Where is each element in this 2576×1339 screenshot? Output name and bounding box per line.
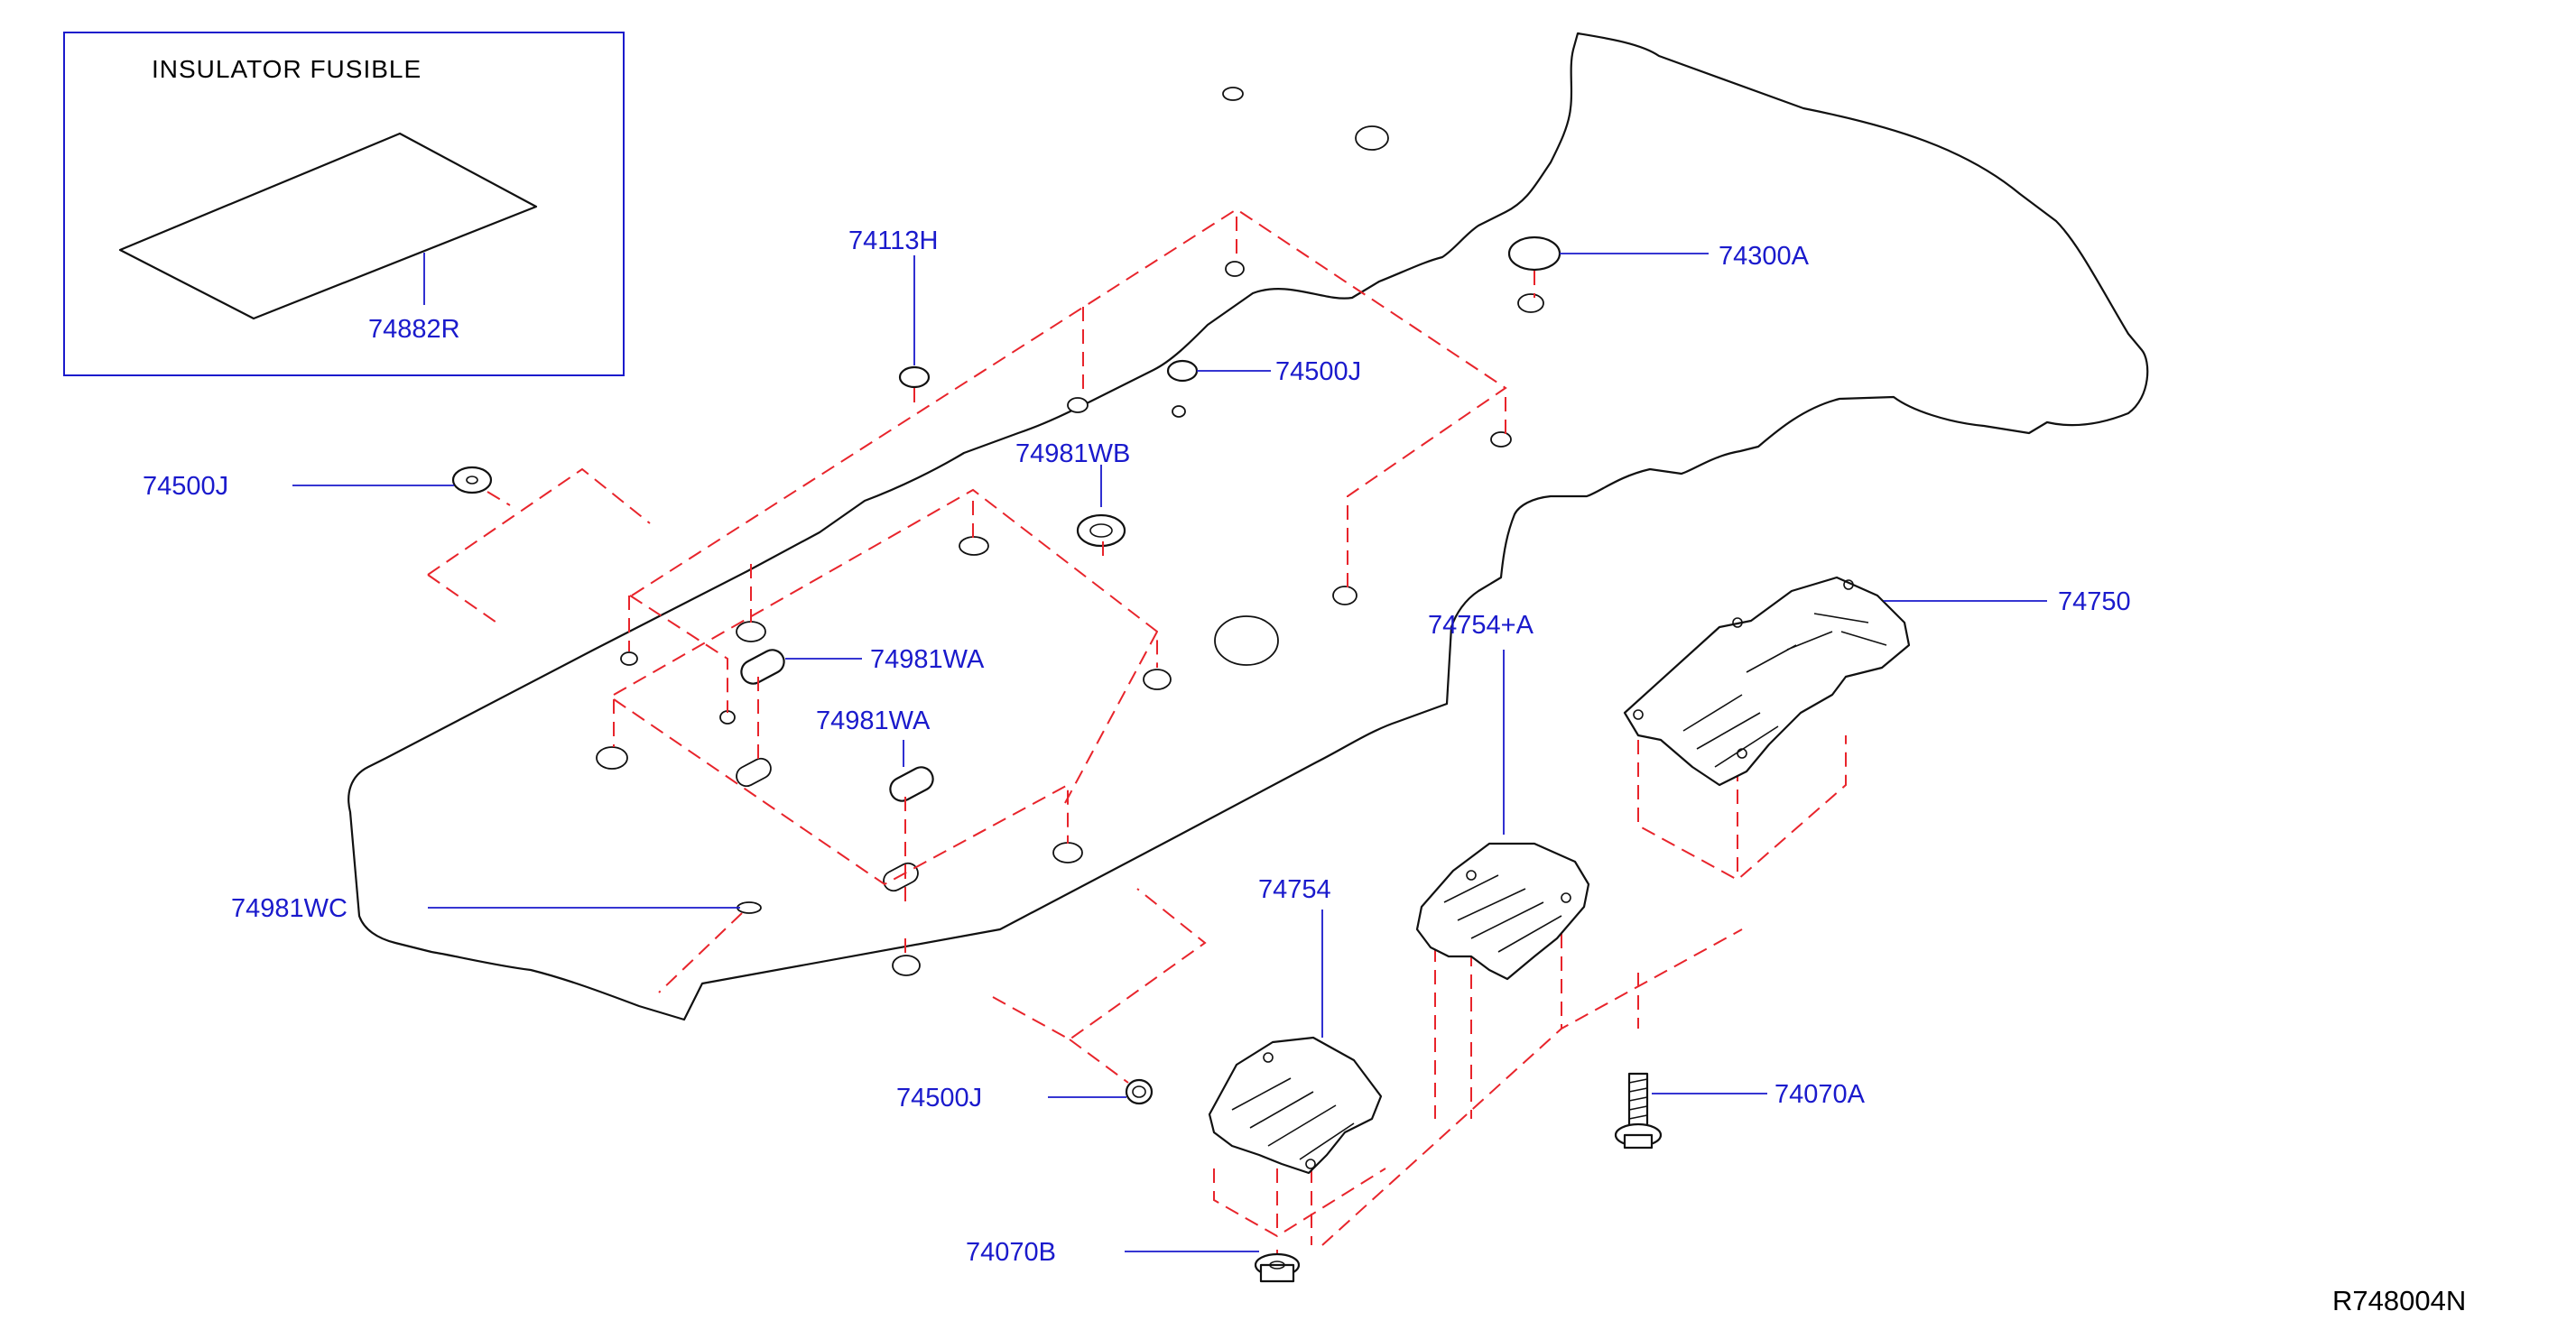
mount-hole (1305, 1159, 1316, 1169)
insulator-ribs (1682, 613, 1887, 768)
heat-insulator-74754A (1415, 842, 1590, 981)
guide-line (658, 912, 743, 993)
plug-74981WA-1 (740, 649, 785, 685)
plug-74981WA-2 (889, 766, 934, 802)
label-74754A[interactable]: 74754+A (1428, 611, 1534, 640)
plug-74300A (1507, 235, 1561, 272)
nut-74070B (1254, 1252, 1301, 1283)
label-74500J-left[interactable]: 74500J (143, 472, 228, 501)
guide-line (629, 595, 728, 713)
heat-insulator-74750 (1623, 576, 1911, 787)
label-74750[interactable]: 74750 (2058, 587, 2131, 616)
mount-hole (1732, 617, 1743, 628)
inset-title: INSULATOR FUSIBLE (152, 55, 422, 83)
label-74981WA-2[interactable]: 74981WA (816, 706, 931, 735)
panel-hole (1225, 261, 1245, 277)
mount-hole (1561, 892, 1571, 903)
drawing-code: R748004N (2332, 1285, 2466, 1316)
plug-74981WB (1076, 513, 1126, 548)
plugs (451, 235, 1561, 1105)
bolt-74070A (1614, 1072, 1663, 1150)
insulator-74754-body (1208, 1036, 1383, 1175)
guide-line (1213, 1168, 1386, 1238)
slot-hole (736, 757, 772, 788)
label-74981WC[interactable]: 74981WC (231, 894, 347, 923)
guide-line (486, 491, 511, 506)
panel-hole (1067, 397, 1089, 413)
clip-74500J-bottom (1125, 1078, 1154, 1105)
slot-hole (883, 862, 919, 892)
grommet-74113H (898, 365, 931, 389)
guide-line (613, 488, 1158, 696)
insulator-74754A-body (1415, 842, 1590, 981)
inset-box: INSULATOR FUSIBLE 74882R (63, 32, 625, 376)
floor-insulator-panel (347, 32, 2149, 1021)
label-74500J-top[interactable]: 74500J (1275, 357, 1361, 386)
label-74500J-bottom[interactable]: 74500J (896, 1084, 982, 1113)
insulator-ribs (1231, 1077, 1355, 1160)
guide-line (992, 888, 1207, 1041)
insulator-ribs (1443, 874, 1562, 953)
floor-panel-outline (347, 32, 2149, 1021)
mount-hole (1633, 709, 1644, 720)
clip-74500J-top (1166, 359, 1199, 383)
insulator-sheet (118, 132, 538, 320)
guide-line (631, 208, 1507, 596)
label-74754[interactable]: 74754 (1258, 875, 1331, 904)
panel-hole (1517, 293, 1544, 313)
guide-line (1637, 735, 1847, 882)
panel-hole (892, 955, 921, 976)
mount-hole (1737, 748, 1747, 759)
label-74882R[interactable]: 74882R (368, 315, 460, 344)
clip-center (466, 476, 478, 485)
bolt-thread (1628, 1078, 1648, 1120)
guide-line (427, 574, 503, 627)
panel-hole (1355, 125, 1389, 151)
panel-hole (959, 536, 989, 556)
clip-center (1132, 1085, 1146, 1098)
panel-hole (1172, 405, 1186, 418)
mount-hole (1263, 1052, 1274, 1063)
nut-hole (1269, 1261, 1285, 1270)
label-74070A[interactable]: 74070A (1774, 1080, 1866, 1109)
guide-line (1064, 631, 1158, 804)
assembly-guide-lines (427, 208, 1847, 1261)
insulator-74750-body (1623, 576, 1911, 787)
panel-hole (719, 710, 736, 725)
inset-frame (63, 32, 625, 376)
plug-74981WC (737, 901, 762, 914)
clip-74500J-left (451, 466, 493, 494)
heat-insulator-74754 (1208, 1036, 1383, 1175)
guide-line (613, 698, 1069, 886)
panel-hole (620, 651, 638, 666)
label-74070B[interactable]: 74070B (966, 1238, 1056, 1267)
part-labels: 74113H 74300A 74500J 74500J 74981WB 7498… (143, 226, 2466, 1316)
mount-hole (1843, 579, 1854, 590)
panel-hole (596, 746, 628, 770)
guide-line (427, 467, 651, 576)
bolt-head (1623, 1133, 1654, 1150)
label-74981WB[interactable]: 74981WB (1015, 439, 1130, 468)
panel-hole (1143, 669, 1172, 690)
panel-hole (1490, 431, 1512, 448)
panel-hole (1052, 842, 1083, 863)
label-74113H[interactable]: 74113H (848, 226, 938, 255)
panel-hole (1222, 87, 1244, 101)
nut-body (1259, 1263, 1295, 1283)
panel-large-hole (1214, 615, 1279, 666)
guide-line (1321, 928, 1743, 1246)
plug-center (1089, 523, 1113, 538)
mount-hole (1466, 870, 1477, 881)
label-74981WA-1[interactable]: 74981WA (870, 645, 985, 674)
guide-line (1069, 1039, 1129, 1084)
panel-hole (1332, 586, 1357, 605)
label-74300A[interactable]: 74300A (1719, 242, 1810, 271)
leader-lines (292, 253, 2047, 1252)
panel-hole (736, 621, 766, 642)
